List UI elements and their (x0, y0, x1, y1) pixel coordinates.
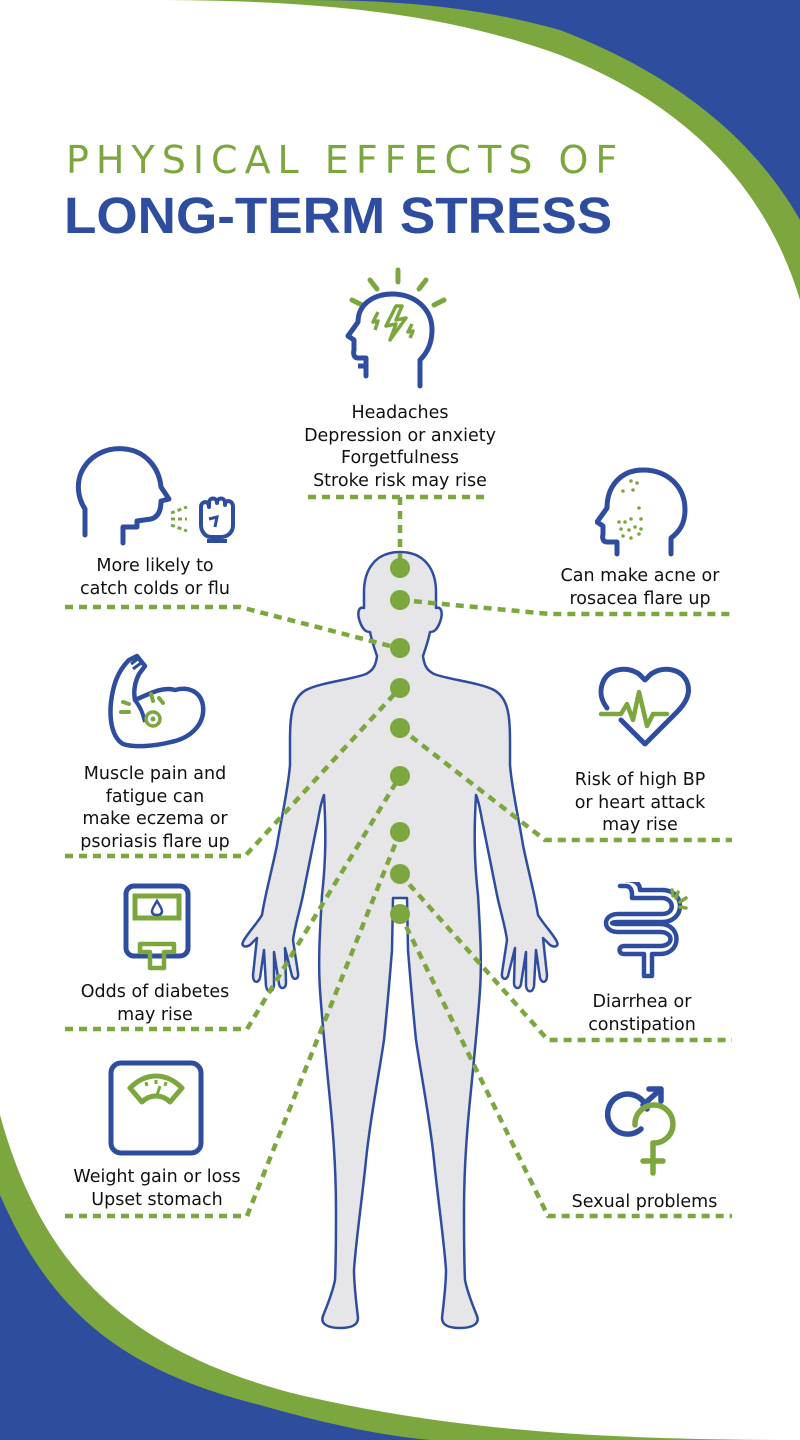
top-right-swoosh (150, 0, 800, 300)
connector-brain (308, 494, 490, 568)
head-sneeze-fist-icon (75, 446, 235, 546)
effect-label-immune: More likely to catch colds or flu (79, 556, 231, 599)
effect-label-diabetes: Odds of diabetes may rise (80, 982, 230, 1025)
title-subheading: PHYSICAL EFFECTS OF (66, 138, 625, 182)
title-heading: LONG-TERM STRESS (64, 187, 613, 244)
effect-label-muscle: Muscle pain and fatigue can make eczema … (80, 764, 230, 852)
connector-weight (65, 831, 403, 1219)
bottom-left-swoosh (0, 1115, 800, 1440)
head-lightning-icon (345, 267, 447, 389)
effect-label-sexual: Sexual problems (571, 1192, 718, 1212)
connector-diabetes (65, 774, 402, 1032)
body-point-markers (390, 558, 410, 924)
connector-skin (399, 597, 732, 617)
weight-scale-icon (108, 1060, 204, 1156)
connector-lines (65, 494, 732, 1219)
connector-heart (398, 726, 732, 843)
connector-muscle (65, 686, 402, 859)
connector-sexual (397, 913, 732, 1219)
intestine-icon (603, 882, 688, 979)
flexed-arm-pain-icon (108, 653, 206, 749)
head-acne-icon (595, 467, 688, 557)
effect-label-weight: Weight gain or loss Upset stomach (73, 1167, 241, 1210)
effect-label-heart: Risk of high BP or heart attack may rise (574, 770, 706, 835)
connector-digestion (398, 872, 732, 1043)
gender-symbols-icon (605, 1086, 676, 1176)
connector-immune (65, 604, 399, 651)
glucose-meter-icon (123, 883, 191, 971)
heart-pulse-icon (598, 666, 692, 747)
human-body-figure (241, 550, 559, 1330)
effect-label-digestion: Diarrhea or constipation (588, 992, 696, 1035)
effect-label-brain: Headaches Depression or anxiety Forgetfu… (304, 403, 496, 491)
effect-label-skin: Can make acne or rosacea flare up (560, 566, 720, 609)
